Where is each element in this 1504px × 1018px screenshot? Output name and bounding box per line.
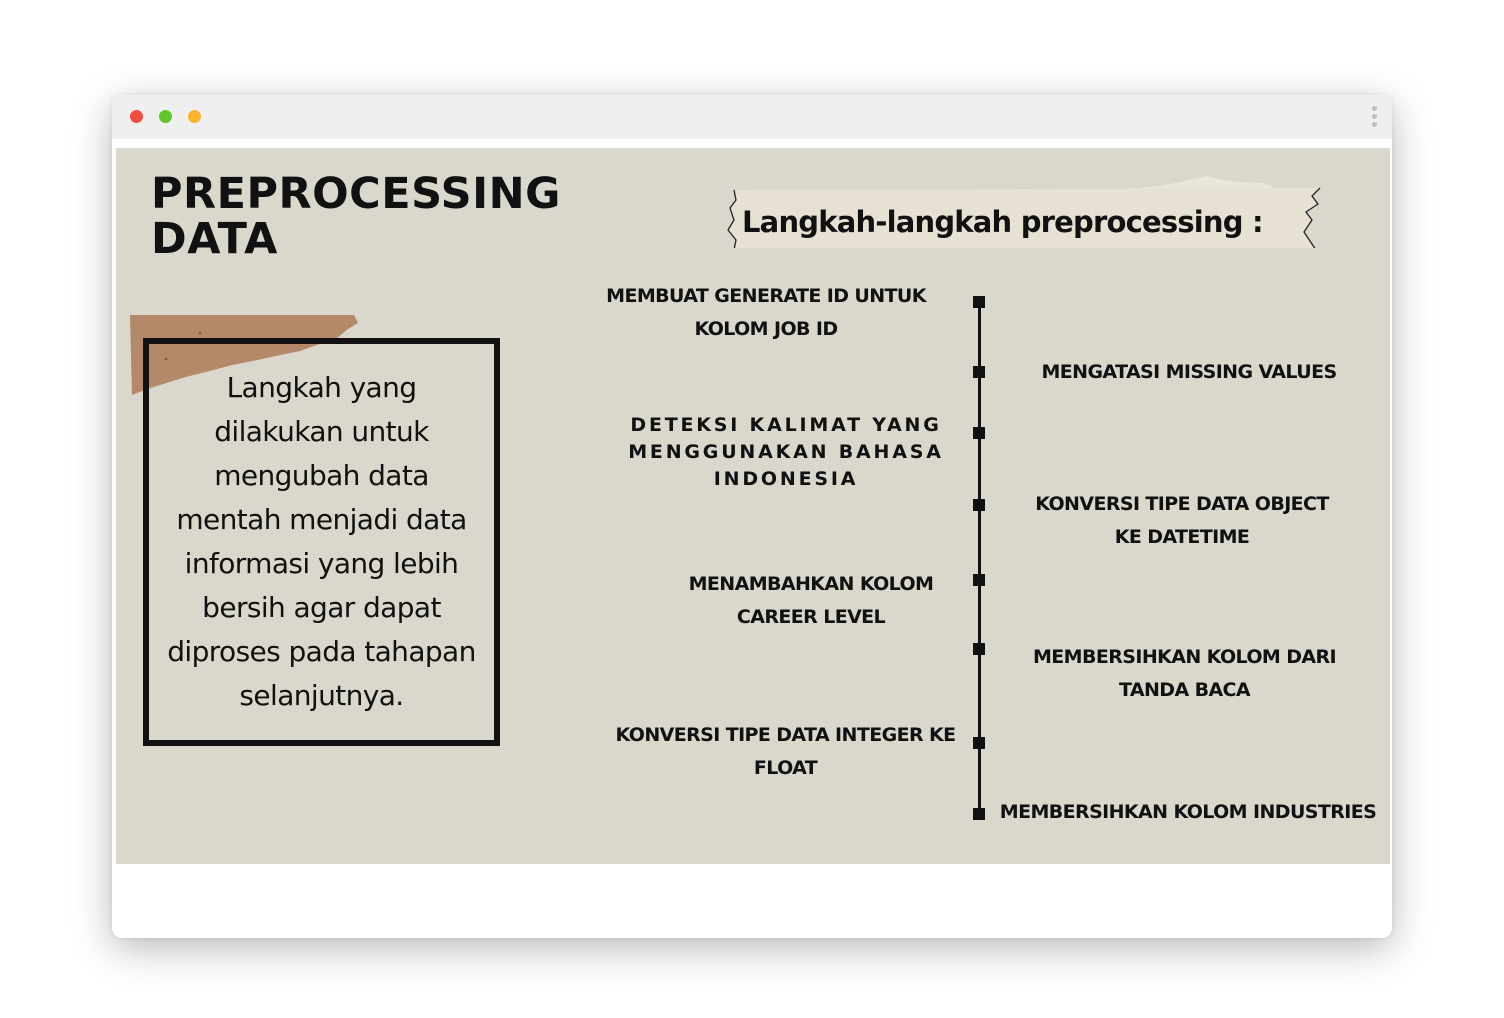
- step-1: MEMBUAT GENERATE ID UNTUK KOLOM JOB ID: [606, 285, 926, 340]
- description-box: Langkah yang dilakukan untuk mengubah da…: [143, 338, 500, 746]
- slide-title: PREPROCESSING DATA: [151, 172, 561, 262]
- steps-banner: Langkah-langkah preprocessing :: [720, 158, 1350, 248]
- steps-timeline: MEMBUAT GENERATE ID UNTUK KOLOM JOB ID M…: [116, 148, 1390, 864]
- banner-heading: Langkah-langkah preprocessing :: [742, 205, 1264, 239]
- timeline-marker: [973, 427, 985, 439]
- timeline-line: [978, 300, 981, 818]
- slide-title-line-2: DATA: [151, 214, 278, 264]
- step-3: DETEKSI KALIMAT YANG MENGGUNAKAN BAHASA …: [628, 414, 944, 490]
- browser-window: PREPROCESSING DATA Langkah yang dilakuka…: [112, 95, 1392, 938]
- window-titlebar: [112, 95, 1392, 139]
- timeline-marker: [973, 574, 985, 586]
- timeline-marker: [973, 643, 985, 655]
- timeline-marker: [973, 366, 985, 378]
- step-8: MEMBERSIHKAN KOLOM INDUSTRIES: [999, 801, 1377, 823]
- slide-title-line-1: PREPROCESSING: [151, 169, 561, 219]
- paper-banner-icon: [727, 176, 1321, 248]
- step-6: MEMBERSIHKAN KOLOM DARI TANDA BACA: [1033, 646, 1337, 701]
- timeline-marker: [973, 499, 985, 511]
- step-2: MENGATASI MISSING VALUES: [1041, 361, 1337, 383]
- more-vertical-icon[interactable]: [1372, 106, 1378, 130]
- zoom-window-button[interactable]: [188, 110, 201, 123]
- minimize-window-button[interactable]: [159, 110, 172, 123]
- timeline-marker: [973, 296, 985, 308]
- close-window-button[interactable]: [130, 110, 143, 123]
- description-text: Langkah yang dilakukan untuk mengubah da…: [167, 371, 476, 712]
- timeline-marker: [973, 737, 985, 749]
- step-7: KONVERSI TIPE DATA INTEGER KE FLOAT: [615, 724, 957, 779]
- step-4: KONVERSI TIPE DATA OBJECT KE DATETIME: [1035, 493, 1329, 548]
- step-5: MENAMBAHKAN KOLOM CAREER LEVEL: [688, 573, 934, 628]
- tape-decoration-icon: [130, 315, 358, 395]
- timeline-marker: [973, 808, 985, 820]
- presentation-slide: PREPROCESSING DATA Langkah yang dilakuka…: [116, 148, 1390, 864]
